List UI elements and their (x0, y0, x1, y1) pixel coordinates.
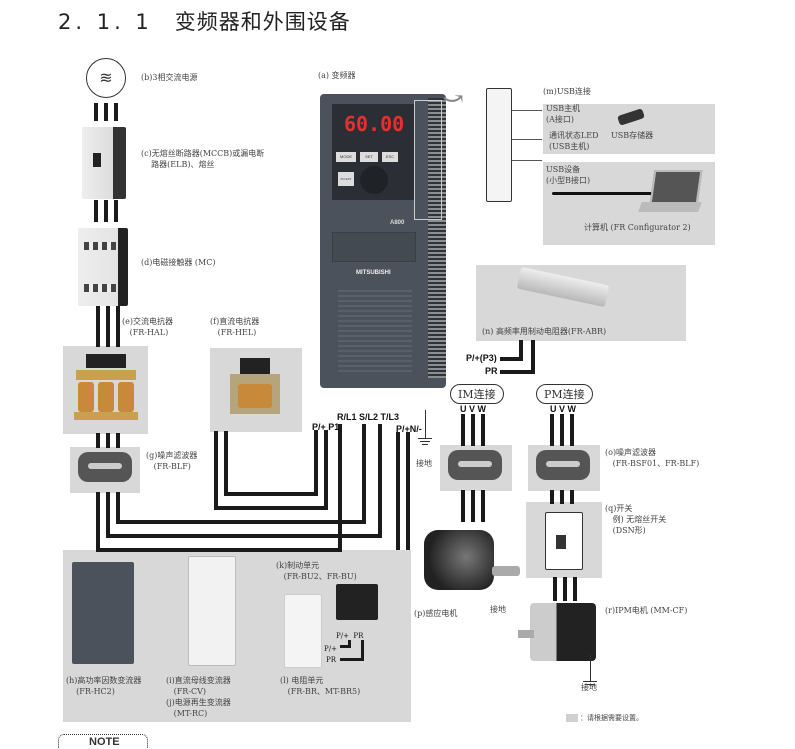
terminal-unit-p2: P/+ PR (336, 632, 364, 640)
ipm-ground-label: 接地 (581, 683, 597, 692)
label-j: (j)电源再生变流器 (MT-RC) (166, 698, 231, 718)
dc-reactor-device (222, 356, 288, 422)
label-k: (k)制动单元 (FR-BU2、FR-BU) (276, 561, 357, 581)
label-c: (c)无熔丝断路器(MCCB)或漏电断 路器(ELB)、熔丝 (141, 149, 265, 169)
label-f: (f)直流电抗器 (FR-HEL) (210, 317, 260, 337)
hc2-device (72, 562, 134, 664)
brake-resistor-panel (476, 265, 686, 341)
usb-host-label: USB主机 (A接口) (546, 104, 581, 124)
label-h: (h)高功率因数变流器 (FR-HC2) (66, 676, 142, 696)
label-l: (l) 电阻单元 (FR-BR、MT-BR5) (280, 676, 361, 696)
laptop-icon (649, 170, 703, 204)
terminal-unit-pr: PR (326, 656, 336, 664)
usb-cover-highlight (414, 100, 442, 220)
cv-device (188, 556, 236, 666)
note-header: NOTE (58, 734, 148, 748)
pu-ext-button[interactable]: PU EXT (338, 172, 354, 186)
usb-device-label: USB设备 (小型B接口) (546, 165, 591, 185)
ac-power-source-icon: ≋ (86, 58, 126, 98)
terminal-dc-bus: P/+N/- (396, 424, 422, 434)
induction-motor-device (424, 530, 494, 590)
ac-reactor-device (72, 352, 140, 426)
contactor-device (78, 228, 128, 306)
terminal-dc-reactor: P/+ P1 (312, 422, 340, 432)
usb-port-panel (486, 88, 512, 202)
switch-device (545, 512, 583, 570)
terminal-brake-pr: PR (485, 366, 498, 376)
label-o: (o)噪声滤波器 (FR-BSF01、FR-BLF) (605, 448, 700, 468)
legend-text: ：请根据需要设置。 (580, 714, 643, 722)
terminal-im-uvw: U V W (460, 404, 486, 414)
label-n: (n) 高频率用制动电阻器(FR-ABR) (482, 327, 607, 336)
model-label: A800 (390, 220, 405, 226)
legend-swatch (566, 714, 578, 722)
inverter-device: 60.00 MODE SET ESC PU EXT A800 MITSUBISH… (320, 94, 446, 388)
section-heading: 变频器和外围设备 (174, 10, 351, 34)
label-i: (i)直流母线变流器 (FR-CV) (166, 676, 231, 696)
mode-button[interactable]: MODE (336, 152, 356, 162)
label-a: (a) 变频器 (318, 71, 356, 80)
noise-filter-pm-device (536, 450, 590, 480)
terminal-brake-p: P/+(P3) (466, 353, 497, 363)
brake-unit-device (336, 584, 378, 620)
ground-label: 接地 (416, 459, 432, 468)
section-title: 2. 1. 1 变频器和外围设备 (58, 6, 351, 36)
noise-filter-im-device (448, 450, 502, 480)
usb-led-label: 通讯状态LED (USB主机) (549, 131, 599, 151)
label-m: (m)USB连接 (543, 87, 591, 96)
terminal-pm-uvw: U V W (550, 404, 576, 414)
label-p: (p)感应电机 (414, 609, 458, 618)
setting-dial[interactable] (360, 166, 388, 194)
mccb-device (82, 127, 126, 199)
computer-label: 计算机 (FR Configurator 2) (584, 223, 691, 232)
usb-cable-icon (552, 192, 652, 195)
label-b: (b)3相交流电源 (141, 73, 198, 82)
esc-button[interactable]: ESC (382, 152, 398, 162)
motor-ground-label: 接地 (490, 605, 506, 614)
label-g: (g)噪声滤波器 (FR-BLF) (146, 451, 198, 471)
usb-storage-label: USB存储器 (611, 131, 654, 140)
pm-connection-label: PM连接 (536, 384, 593, 404)
label-d: (d)电磁接触器 (MC) (141, 258, 216, 267)
resistor-unit-device (284, 594, 322, 668)
terminal-unit-p: P/+ (324, 645, 337, 653)
arrow-icon: ⤻ (442, 84, 464, 114)
set-button[interactable]: SET (360, 152, 378, 162)
ipm-motor-device (530, 603, 596, 661)
label-e: (e)交流电抗器 (FR-HAL) (122, 317, 173, 337)
section-number: 2. 1. 1 (58, 10, 153, 34)
label-q: (q)开关 例) 无熔丝开关 (DSN形) (605, 504, 667, 535)
noise-filter-input-device (78, 452, 132, 482)
label-r: (r)IPM电机 (MM-CF) (605, 606, 688, 615)
brand-logo: MITSUBISHI (356, 270, 391, 276)
inverter-display: 60.00 (344, 112, 405, 136)
im-connection-label: IM连接 (450, 384, 504, 404)
terminal-input: R/L1 S/L2 T/L3 (337, 412, 400, 422)
